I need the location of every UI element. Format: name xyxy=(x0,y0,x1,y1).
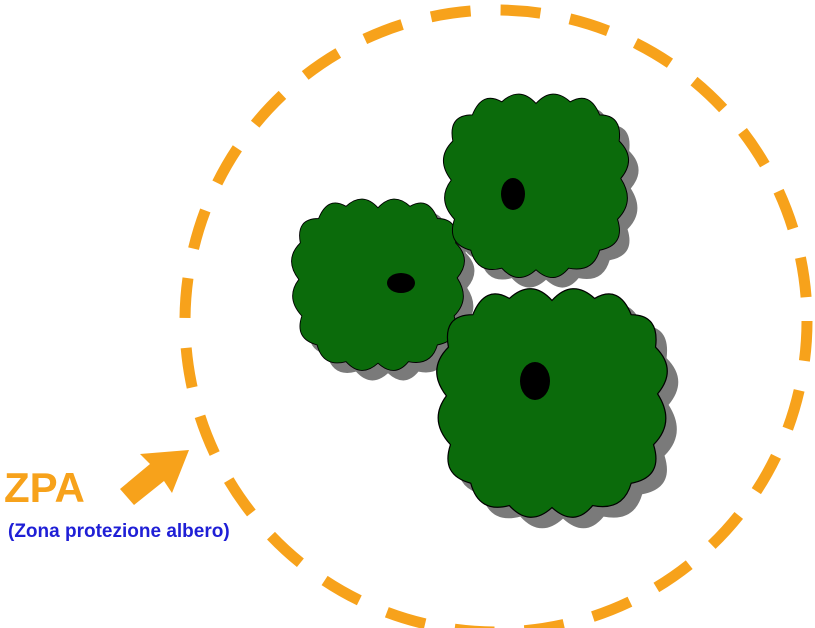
zpa-subtitle: (Zona protezione albero) xyxy=(8,520,230,544)
trunk-dot-top xyxy=(501,178,525,210)
pointer-arrow-icon xyxy=(120,450,189,505)
tree-canopy-top xyxy=(443,94,638,288)
trunk-dot-bottom xyxy=(520,362,550,400)
tree-canopy-bottom xyxy=(437,289,679,529)
trunk-dot-left xyxy=(387,273,415,293)
zpa-title: ZPA xyxy=(4,464,85,512)
